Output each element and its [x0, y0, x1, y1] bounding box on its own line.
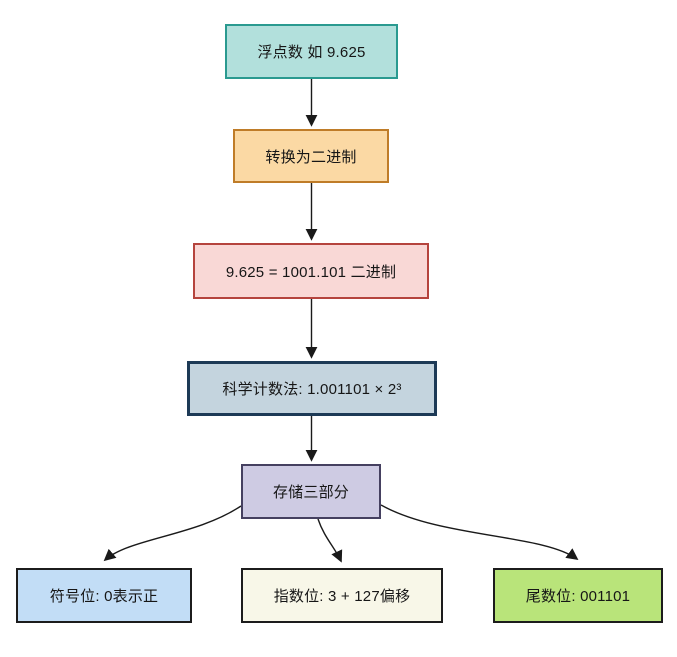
node-mantissa-label: 尾数位: 001101 [525, 588, 631, 605]
node-exponent: 指数位: 3 + 127偏移 [241, 568, 443, 623]
edge-store-to-mantissa [380, 504, 579, 561]
node-scientific: 科学计数法: 1.001101 × 2³ [187, 361, 437, 416]
node-binary: 9.625 = 1001.101 二进制 [193, 243, 429, 299]
node-store-label: 存储三部分 [272, 484, 349, 501]
node-binary-label: 9.625 = 1001.101 二进制 [225, 263, 397, 281]
node-scientific-label: 科学计数法: 1.001101 × 2³ [222, 381, 402, 398]
edge-store-to-sign [103, 505, 242, 562]
node-float: 浮点数 如 9.625 [225, 24, 398, 79]
edge-store-to-exponent [317, 518, 343, 563]
node-sign: 符号位: 0表示正 [16, 568, 192, 623]
node-mantissa: 尾数位: 001101 [493, 568, 663, 623]
node-store: 存储三部分 [241, 464, 381, 519]
node-convert-label: 转换为二进制 [265, 148, 357, 166]
node-exponent-label: 指数位: 3 + 127偏移 [273, 588, 411, 605]
node-float-label: 浮点数 如 9.625 [257, 44, 366, 61]
node-convert: 转换为二进制 [233, 129, 389, 183]
node-sign-label: 符号位: 0表示正 [49, 588, 159, 605]
